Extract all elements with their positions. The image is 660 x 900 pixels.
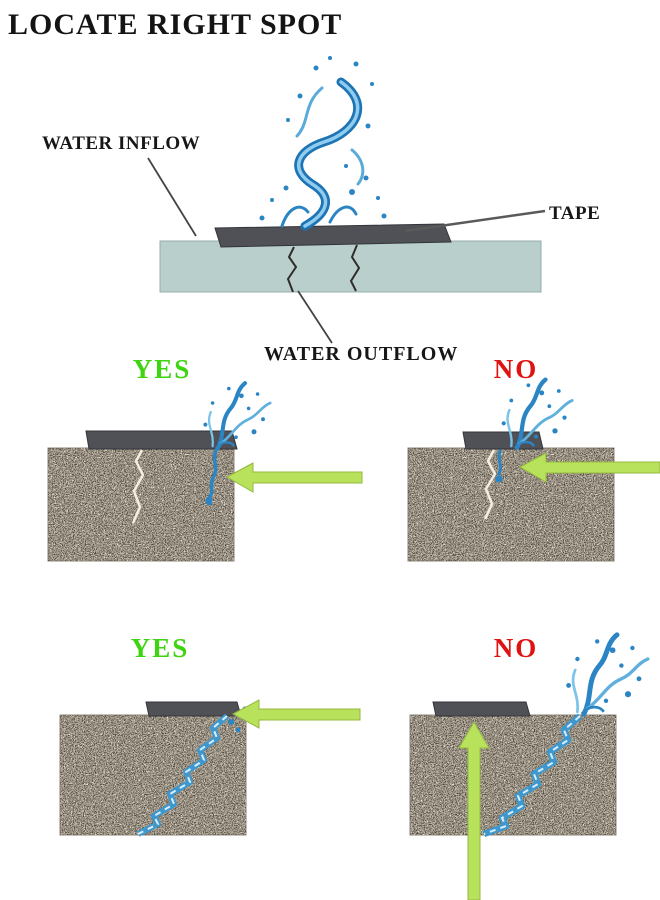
arrow-left-icon bbox=[518, 452, 660, 483]
water-droplets bbox=[259, 56, 387, 221]
water-splash-main bbox=[259, 56, 387, 231]
water-splash bbox=[502, 380, 572, 448]
main-diagram: WATER INFLOW TAPE WATER OUTFLOW bbox=[42, 56, 600, 365]
water-seep bbox=[497, 449, 502, 476]
water-highlight bbox=[137, 715, 228, 835]
concrete-texture-light bbox=[410, 715, 616, 835]
concrete-slab bbox=[159, 240, 542, 293]
tape-strip bbox=[145, 701, 242, 717]
water-inflow-pointer-line bbox=[147, 157, 197, 237]
tape-strip bbox=[462, 431, 544, 450]
tape-label: TAPE bbox=[549, 203, 600, 224]
water-trickle bbox=[208, 448, 218, 498]
water-drop bbox=[205, 496, 213, 506]
water-drop bbox=[495, 475, 503, 483]
water-highlight bbox=[483, 715, 581, 835]
crack bbox=[131, 449, 145, 524]
panel-bottom-left: YES bbox=[59, 633, 361, 837]
page-title: LOCATE RIGHT SPOT bbox=[8, 8, 342, 41]
crack bbox=[483, 449, 497, 520]
panel-bottom-right: NO bbox=[409, 633, 648, 900]
water-splash bbox=[566, 635, 648, 714]
water-outflow-pointer-line bbox=[297, 290, 333, 344]
arrow-left-icon bbox=[231, 699, 361, 729]
tape-strip-main bbox=[214, 223, 452, 248]
concrete-texture-light bbox=[48, 448, 234, 561]
verdict-label-yes-1: YES bbox=[133, 354, 192, 384]
water-inflow-label: WATER INFLOW bbox=[42, 133, 200, 154]
arrow-up-icon bbox=[458, 720, 490, 900]
verdict-label-no-2: NO bbox=[494, 633, 539, 663]
panel-top-left: YES bbox=[47, 354, 363, 562]
water-outflow-label: WATER OUTFLOW bbox=[264, 343, 458, 365]
verdict-label-yes-2: YES bbox=[131, 633, 190, 663]
water-splash bbox=[203, 383, 270, 448]
panel-top-right: NO bbox=[407, 354, 660, 562]
tape-strip bbox=[432, 701, 531, 717]
arrow-left-icon bbox=[225, 462, 363, 493]
tape-strip bbox=[85, 430, 238, 450]
verdict-label-no-1: NO bbox=[494, 354, 539, 384]
tape-pointer-line bbox=[404, 209, 546, 233]
slab-cracks bbox=[286, 244, 361, 293]
